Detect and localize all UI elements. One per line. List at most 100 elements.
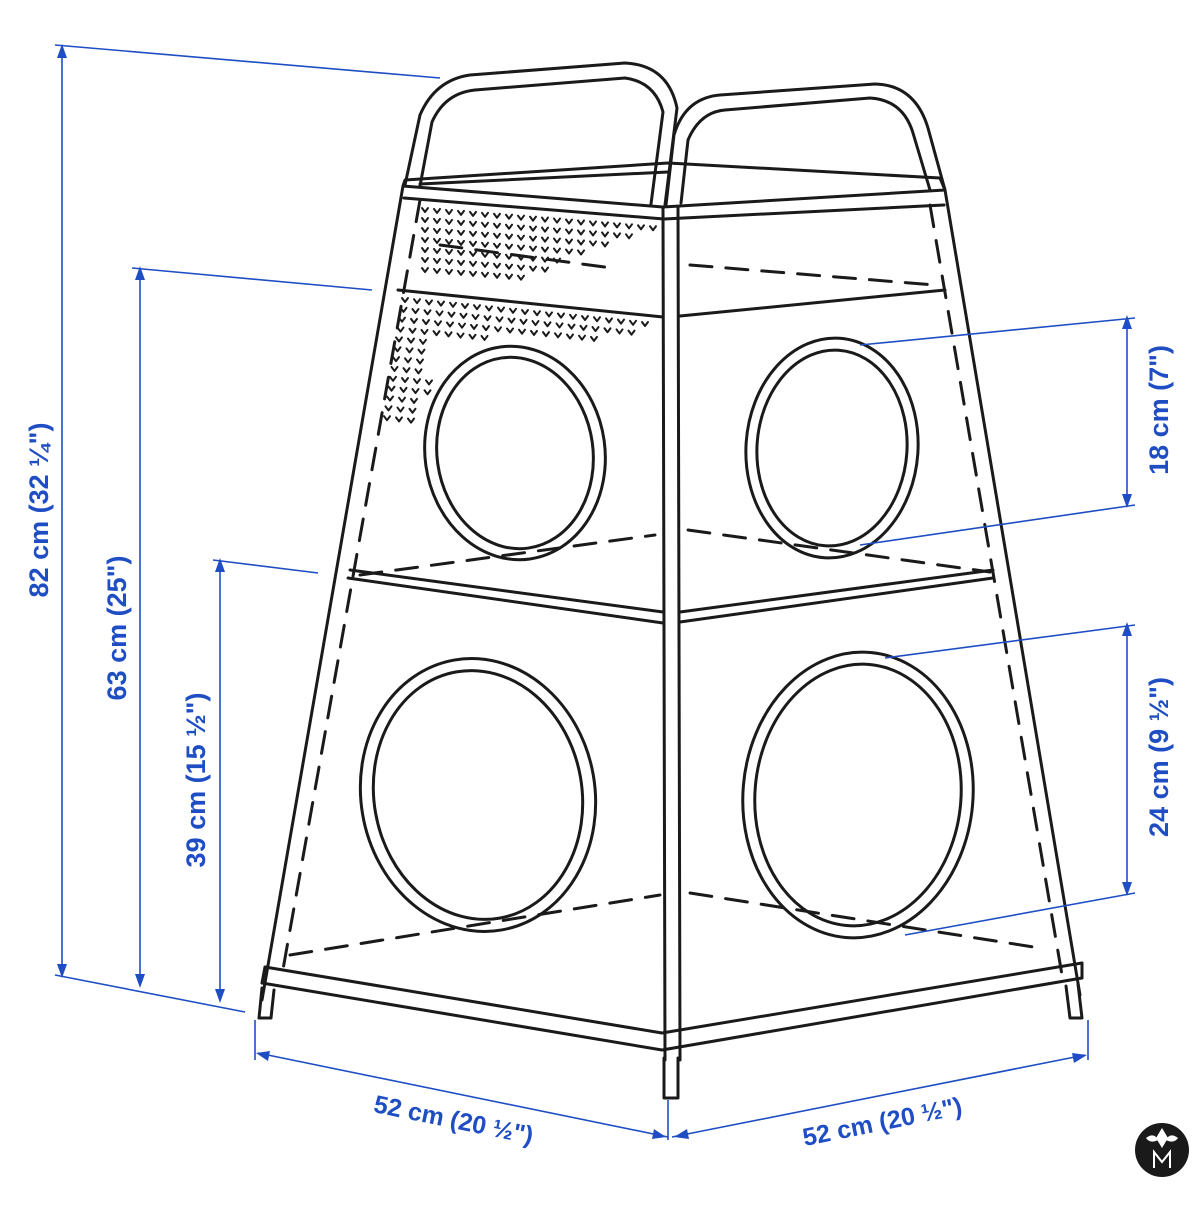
perforation-mark (505, 223, 513, 230)
perforation-mark (565, 248, 573, 255)
perforation-mark (566, 333, 574, 340)
perforation-mark (517, 274, 525, 281)
perforation-mark (480, 334, 489, 341)
perforation-mark (420, 328, 429, 335)
dimension-arrows (57, 44, 1132, 1139)
perforation-mark (589, 220, 597, 227)
perforation-mark (579, 324, 588, 331)
perforation-mark (457, 249, 465, 256)
perforation-mark (601, 221, 609, 228)
perforation-mark (605, 317, 613, 324)
perforation-mark (433, 237, 441, 244)
perforation-mark (435, 310, 444, 317)
perforation-mark (509, 307, 517, 314)
perforation-mark (481, 211, 489, 218)
perforation-mark (542, 331, 550, 338)
perforation-mark (497, 306, 505, 313)
perforation-mark (481, 221, 489, 228)
perforation-mark (493, 222, 501, 229)
perforation-mark (396, 406, 405, 413)
perforation-mark (641, 321, 649, 327)
perforation-mark (398, 396, 406, 403)
perforation-mark (517, 214, 525, 221)
perforation-mark (541, 256, 549, 263)
perforation-mark (433, 207, 441, 214)
perforation-mark (629, 319, 637, 326)
perforation-mark (433, 257, 441, 264)
perforation-mark (505, 243, 513, 250)
perforation-mark (421, 227, 429, 233)
perforation-mark (530, 329, 538, 336)
perforation-mark (495, 316, 504, 323)
perforation-mark (468, 333, 477, 340)
label-width-left: 52 cm (20 ½") (371, 1090, 535, 1150)
perforation-mark (529, 265, 537, 272)
perforation-mark (553, 227, 561, 234)
perforation-mark (519, 318, 528, 325)
base-frame (260, 961, 1084, 1052)
perforation-mark (533, 310, 541, 317)
perforation-mark (589, 240, 597, 247)
cat-house-drawing (257, 61, 1084, 1100)
perforation-mark (411, 388, 420, 395)
perforation-mark (493, 232, 501, 239)
perforation-mark (410, 397, 418, 404)
perforation-mark (505, 233, 513, 240)
perforation-mark (445, 258, 453, 265)
perforation-mark (469, 210, 477, 217)
perforation-mark (422, 319, 430, 326)
perforation-mark (593, 316, 601, 323)
perforation-mark (481, 261, 489, 268)
perforation-mark (404, 357, 412, 364)
perforation-mark (505, 213, 513, 220)
perforation-mark (459, 312, 468, 319)
label-width-right: 52 cm (20 ½") (800, 1092, 964, 1152)
perforation-mark (481, 241, 489, 248)
perforation-mark (445, 238, 453, 245)
lower-left-opening (358, 657, 598, 933)
perforation-mark (493, 272, 501, 279)
perforation-mark (446, 321, 454, 328)
label-lower-shelf-height: 39 cm (15 ½") (181, 693, 211, 868)
perforation-mark (517, 234, 525, 241)
badge-diamond-icon (1156, 1128, 1168, 1148)
perforation-mark (637, 224, 645, 231)
perforation-mark (529, 215, 537, 222)
perforation-mark (392, 356, 400, 363)
perforation-mark (485, 305, 493, 312)
perforation-mark (471, 314, 480, 321)
perforation-mark (445, 208, 453, 215)
perforation-mark (445, 218, 453, 225)
middle-shelf (346, 568, 995, 625)
dimension-lines (54, 44, 1136, 1140)
perforation-mark (421, 207, 429, 213)
perforation-mark (541, 216, 549, 223)
perforation-mark (529, 245, 537, 252)
perforation-mark (601, 231, 609, 238)
perforation-mark (469, 220, 477, 227)
top-panel (396, 288, 947, 319)
perforation-mark (517, 224, 525, 231)
perforation-mark (518, 328, 526, 335)
perforation-mark (413, 378, 421, 385)
perforation-mark (529, 225, 537, 232)
perforation-mark (425, 379, 433, 386)
perforation-mark (481, 231, 489, 238)
perforation-mark (553, 257, 561, 264)
perforation-mark (449, 301, 457, 308)
perforation-mark (413, 298, 421, 305)
perforation-mark (541, 246, 549, 253)
perforation-mark (577, 229, 585, 236)
perforation-mark (569, 313, 577, 320)
perforation-mark (414, 368, 423, 375)
perforation-mark (589, 230, 597, 237)
perforation-mark (416, 358, 424, 365)
perforation-mark (627, 329, 636, 336)
perforation-mark (493, 212, 501, 219)
perforation-mark (565, 238, 573, 245)
label-lower-opening: 24 cm (9 ½") (1144, 677, 1174, 837)
perforation-mark (469, 270, 477, 277)
perforation-mark (425, 299, 433, 306)
perforation-mark (423, 389, 432, 396)
